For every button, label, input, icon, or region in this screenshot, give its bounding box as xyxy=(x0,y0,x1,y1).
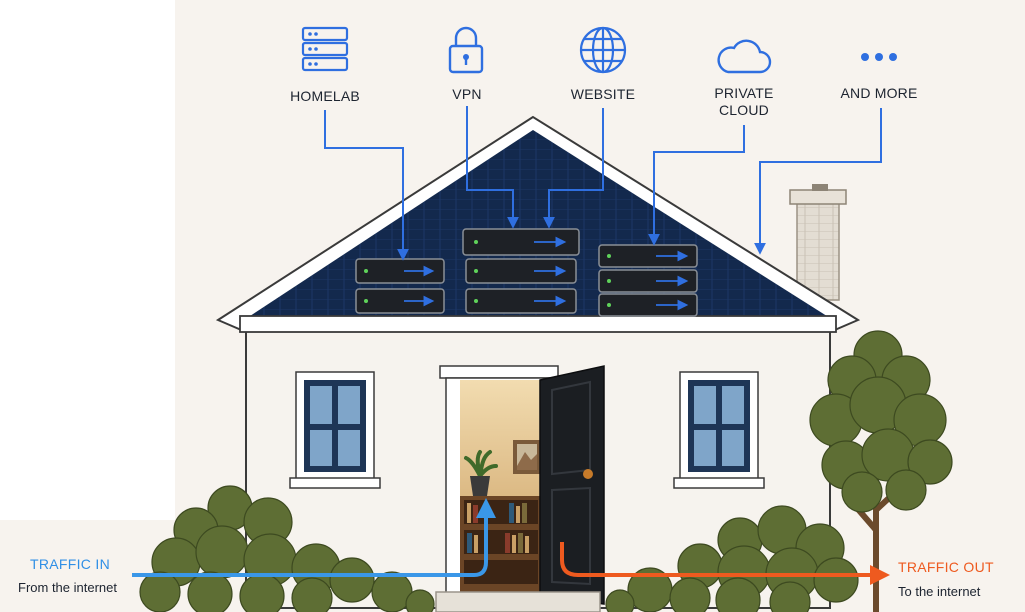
globe-icon xyxy=(579,26,627,74)
service-connectors xyxy=(324,106,882,261)
traffic-out-title: TRAFFIC OUT xyxy=(898,559,994,575)
chimney xyxy=(789,184,847,301)
door-step xyxy=(435,591,601,612)
server-activity-arrows xyxy=(404,236,689,311)
window-left xyxy=(289,371,381,489)
server-rack-left xyxy=(355,258,445,314)
picture-frame xyxy=(513,440,541,474)
server-stack-icon xyxy=(301,26,349,72)
tree xyxy=(809,330,953,612)
service-label-private-cloud: PRIVATE CLOUD xyxy=(714,85,774,118)
traffic-out-subtitle: To the internet xyxy=(898,584,981,599)
traffic-in-title: TRAFFIC IN xyxy=(30,556,110,572)
server-rack-center xyxy=(462,228,580,314)
padlock-icon xyxy=(448,26,484,74)
open-door xyxy=(539,365,605,605)
potted-plant xyxy=(464,450,498,496)
attic-trim xyxy=(239,315,837,333)
bookshelf xyxy=(460,496,542,594)
doorway xyxy=(439,365,559,597)
traffic-out-arrow xyxy=(560,542,890,585)
service-label-homelab: HOMELAB xyxy=(290,88,360,104)
server-status-leds xyxy=(364,240,611,307)
server-rack-right xyxy=(598,244,698,317)
cloud-icon xyxy=(717,39,772,74)
service-label-vpn: VPN xyxy=(452,86,482,102)
service-label-and-more: AND MORE xyxy=(840,85,918,101)
traffic-in-subtitle: From the internet xyxy=(18,580,117,595)
door-knob xyxy=(583,469,593,479)
ellipsis-icon xyxy=(861,53,897,61)
window-right xyxy=(673,371,765,489)
bushes-right xyxy=(605,505,859,612)
service-label-website: WEBSITE xyxy=(570,86,636,102)
traffic-in-arrow xyxy=(132,498,496,577)
